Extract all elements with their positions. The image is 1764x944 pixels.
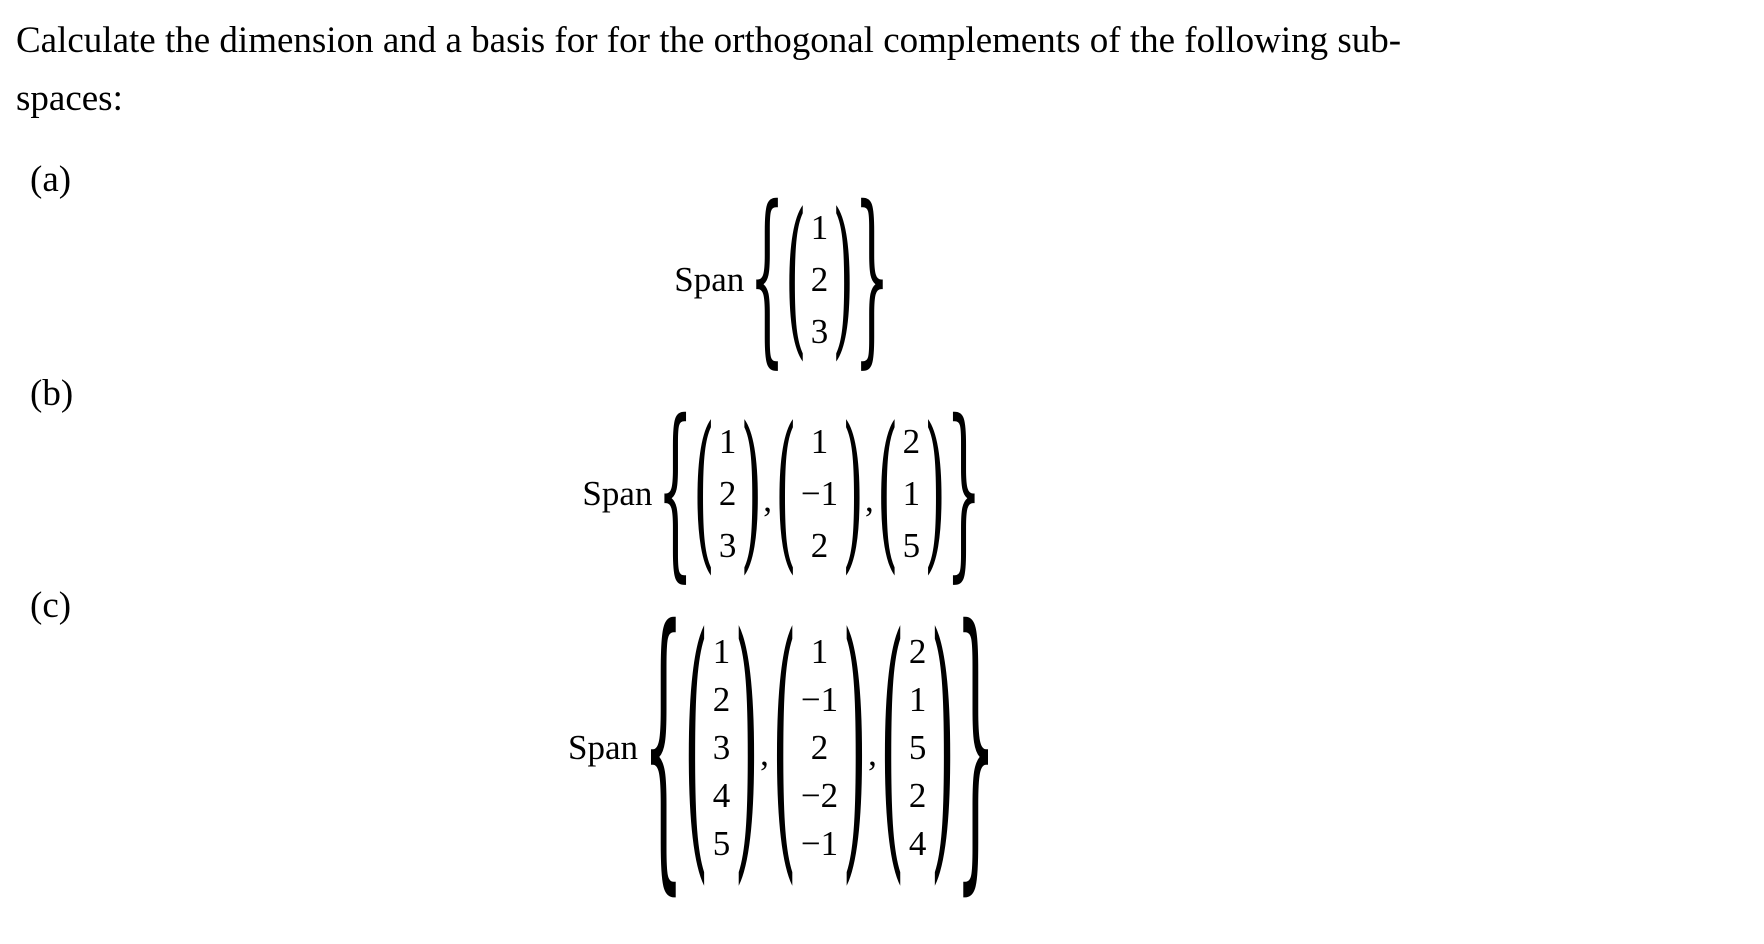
vector-entry: −1 bbox=[800, 824, 839, 863]
left-brace: { bbox=[749, 169, 785, 388]
vector-entry: 4 bbox=[712, 776, 731, 815]
span-operator: Span bbox=[674, 260, 745, 299]
vector-entries: 1 −1 2 −2 −1 bbox=[797, 628, 842, 868]
vector-entry: 1 bbox=[718, 422, 737, 461]
vector-entry: −1 bbox=[800, 474, 839, 513]
span-operator: Span bbox=[582, 474, 653, 513]
comma-separator: , bbox=[763, 480, 773, 519]
equation-a: Span { ( 1 2 3 ) } bbox=[16, 185, 1548, 373]
right-paren: ) bbox=[842, 393, 864, 592]
vector-entry: 1 bbox=[810, 422, 829, 461]
vector-entries: 1 2 3 bbox=[715, 416, 741, 572]
right-paren: ) bbox=[924, 393, 946, 592]
right-paren: ) bbox=[734, 583, 760, 913]
vector-entry: 1 bbox=[810, 632, 829, 671]
vector-entries: 2 1 5 2 4 bbox=[905, 628, 931, 868]
left-paren: ( bbox=[876, 393, 899, 592]
vector: ( 1 −1 2 −2 −1 ) bbox=[772, 606, 867, 891]
left-paren: ( bbox=[693, 393, 715, 592]
vector-entries: 1 −1 2 bbox=[797, 416, 842, 572]
right-brace: } bbox=[945, 383, 982, 602]
vector-entry: 3 bbox=[718, 526, 737, 565]
left-paren: ( bbox=[771, 583, 797, 913]
vector: ( 2 1 5 2 4 ) bbox=[880, 606, 955, 891]
right-brace: } bbox=[955, 572, 996, 924]
right-paren: ) bbox=[842, 583, 868, 913]
comma-separator: , bbox=[760, 734, 769, 773]
left-paren: ( bbox=[683, 583, 709, 913]
vector-entry: 2 bbox=[810, 728, 829, 767]
vector-entry: 4 bbox=[908, 824, 927, 863]
right-brace: } bbox=[854, 169, 890, 388]
right-paren: ) bbox=[930, 583, 956, 913]
part-label-b: (b) bbox=[30, 373, 74, 414]
vector-entry: 1 bbox=[712, 632, 731, 671]
vector: ( 1 2 3 4 5 ) bbox=[684, 606, 759, 891]
vector-entry: 1 bbox=[902, 474, 921, 513]
equation-b: Span { ( 1 2 3 ) , ( 1 −1 2 ) bbox=[16, 399, 1548, 587]
part-label-a: (a) bbox=[30, 159, 72, 200]
vector-entry: 5 bbox=[908, 728, 927, 767]
vector-entry: 2 bbox=[810, 260, 829, 299]
vector-entry: 2 bbox=[908, 776, 927, 815]
comma-separator: , bbox=[868, 734, 877, 773]
vector-entry: 1 bbox=[810, 208, 829, 247]
left-paren: ( bbox=[775, 393, 797, 592]
vector-entry: 2 bbox=[902, 422, 921, 461]
equation-c: Span { ( 1 2 3 4 5 ) , ( 1 −1 2 bbox=[16, 596, 1548, 900]
span-operator: Span bbox=[568, 728, 638, 767]
vector: ( 1 2 3 ) bbox=[785, 193, 854, 364]
vector-entry: −1 bbox=[800, 680, 839, 719]
vector-entry: −2 bbox=[800, 776, 839, 815]
right-paren: ) bbox=[740, 393, 763, 592]
left-paren: ( bbox=[784, 179, 807, 378]
vector-entries: 2 1 5 bbox=[899, 416, 925, 572]
statement-line-2: spaces: bbox=[16, 78, 123, 119]
vector-entry: 3 bbox=[712, 728, 731, 767]
part-label-c: (c) bbox=[30, 585, 72, 626]
vector-entry: 2 bbox=[908, 632, 927, 671]
vector-entry: 2 bbox=[718, 474, 737, 513]
vector-entry: 2 bbox=[810, 526, 829, 565]
vector-entry: 1 bbox=[908, 680, 927, 719]
vector-entries: 1 2 3 bbox=[807, 202, 833, 358]
left-paren: ( bbox=[879, 583, 905, 913]
vector-entry: 5 bbox=[902, 526, 921, 565]
vector-entries: 1 2 3 4 5 bbox=[709, 628, 735, 868]
statement-line-1: Calculate the dimension and a basis for … bbox=[16, 20, 1402, 61]
problem-statement: Calculate the dimension and a basis for … bbox=[16, 12, 1548, 128]
comma-separator: , bbox=[864, 480, 874, 519]
vector-entry: 3 bbox=[810, 312, 829, 351]
left-brace: { bbox=[657, 383, 694, 602]
vector: ( 1 −1 2 ) bbox=[775, 407, 864, 578]
right-paren: ) bbox=[832, 179, 855, 378]
left-brace: { bbox=[643, 572, 684, 924]
vector-entry: 5 bbox=[712, 824, 731, 863]
vector: ( 1 2 3 ) bbox=[693, 407, 762, 578]
vector: ( 2 1 5 ) bbox=[877, 407, 946, 578]
vector-entry: 2 bbox=[712, 680, 731, 719]
